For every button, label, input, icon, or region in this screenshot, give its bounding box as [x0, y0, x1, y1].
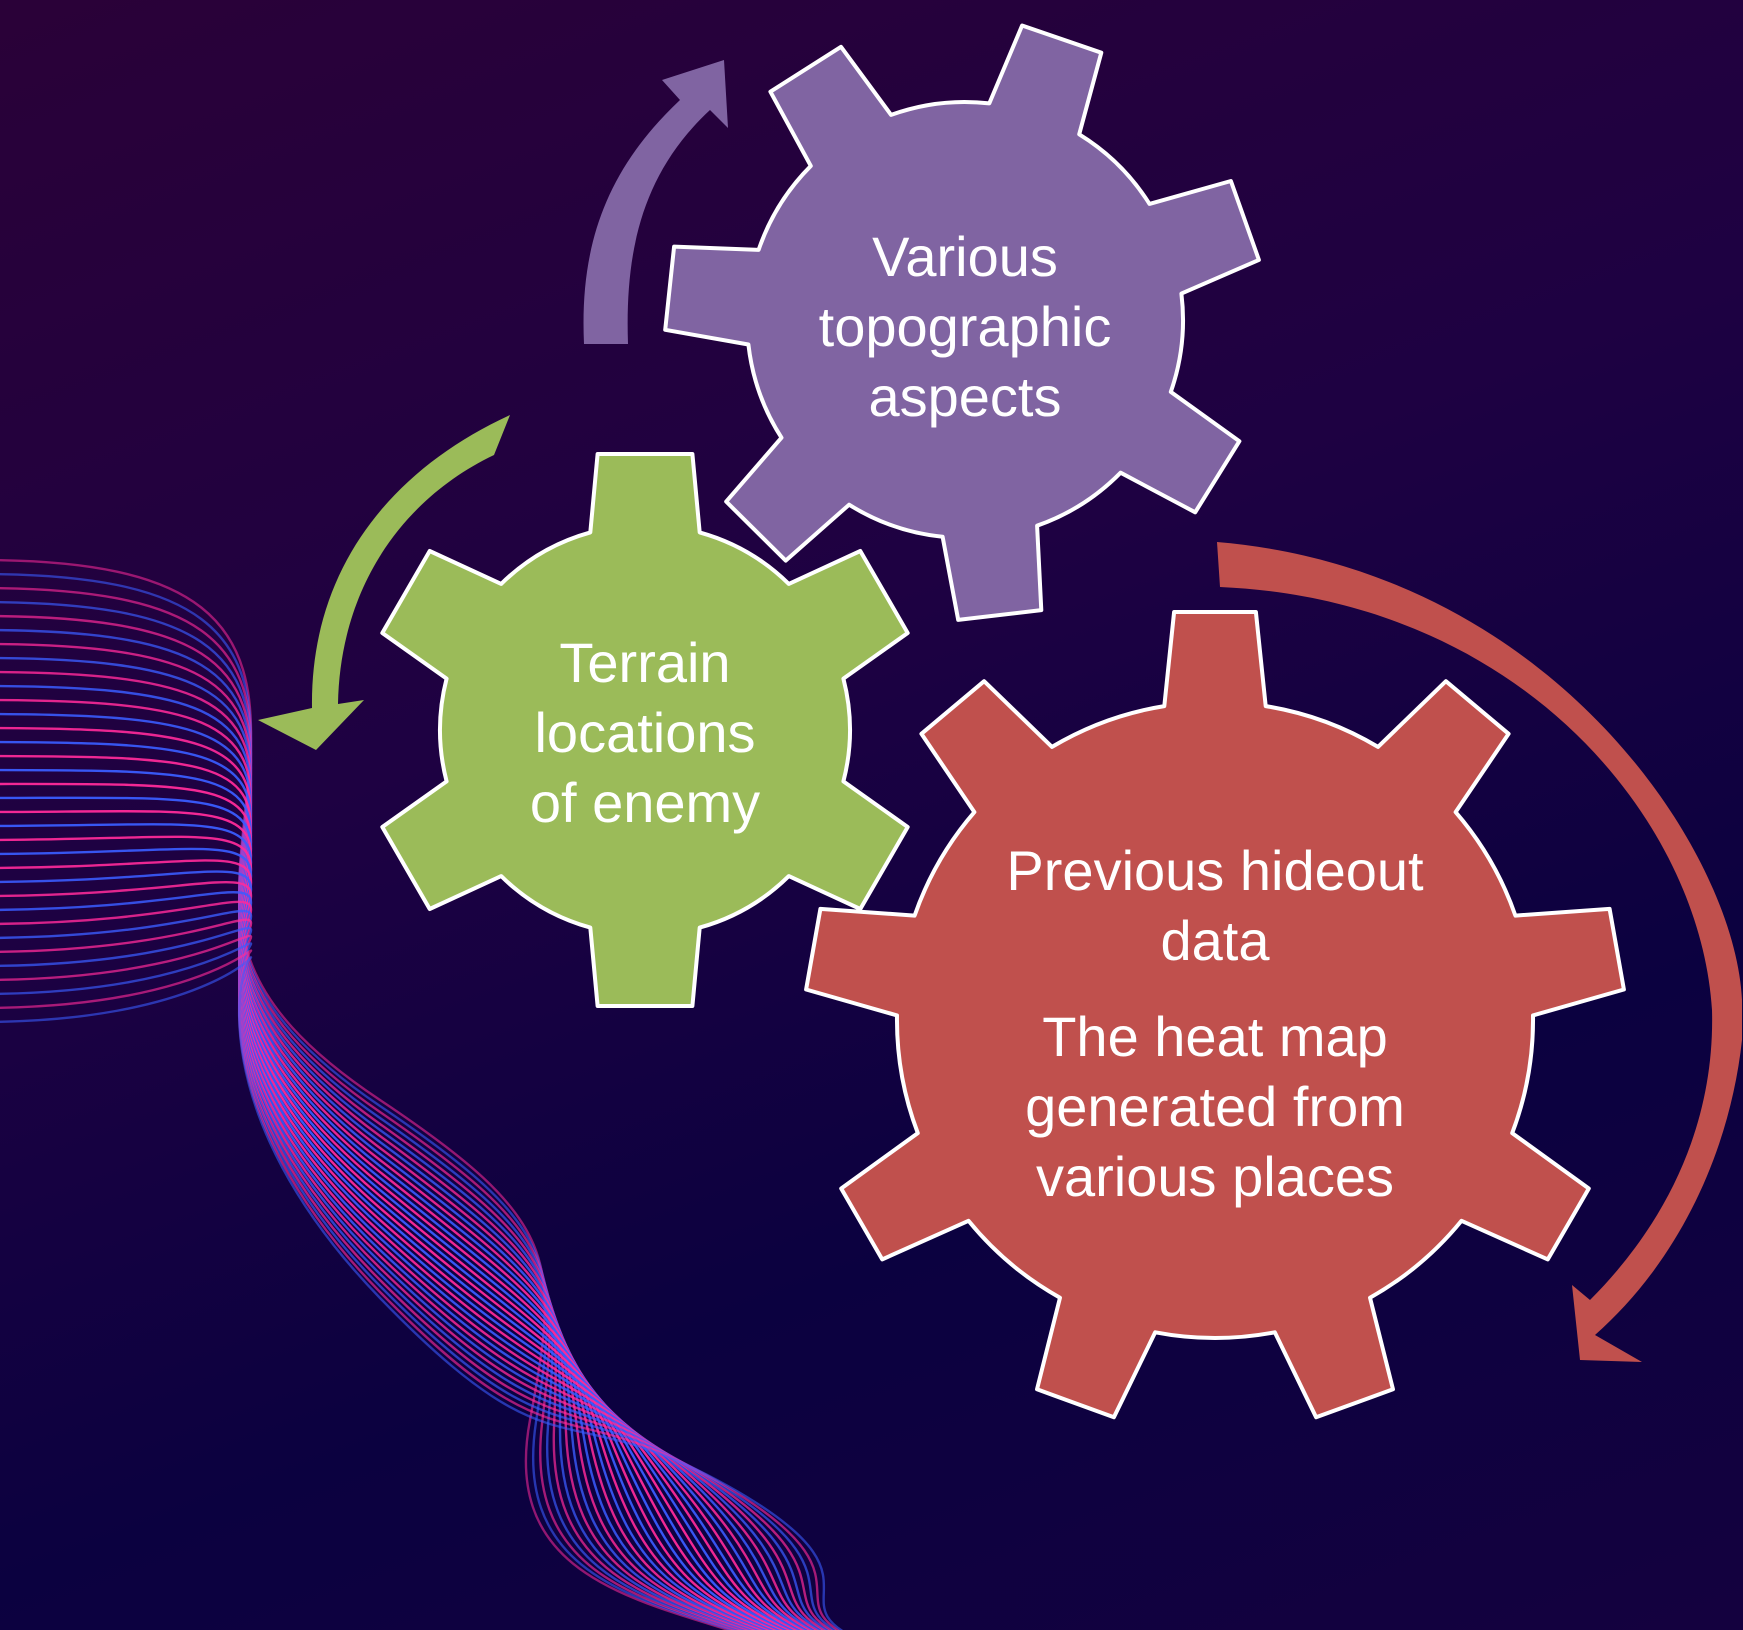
wave-line — [0, 782, 787, 1630]
wave-line — [0, 587, 740, 1630]
wave-line — [0, 823, 797, 1630]
red-curved-arrow-icon — [1217, 542, 1742, 1362]
wave-line — [0, 573, 736, 1630]
gear-text-line: Various — [872, 225, 1058, 288]
wave-line — [0, 891, 817, 1630]
wave-line — [0, 628, 750, 1630]
wave-line — [0, 712, 770, 1630]
wave-line — [0, 900, 820, 1630]
wave-line — [0, 698, 767, 1630]
terrain-gear-label: Terrain locations of enemy — [495, 628, 795, 838]
wave-line — [0, 656, 757, 1630]
wave-line — [0, 870, 810, 1630]
wave-line — [0, 942, 837, 1630]
wave-line — [0, 918, 827, 1630]
gear-text-line: The heat map — [1042, 1005, 1388, 1068]
gear-text-line: of enemy — [529, 771, 761, 834]
wave-line — [0, 926, 830, 1630]
wave-line — [0, 754, 780, 1630]
green-curved-arrow-icon — [258, 415, 510, 750]
topographic-gear-icon — [663, 23, 1261, 622]
wave-line — [0, 614, 747, 1630]
wave-line — [0, 909, 824, 1630]
wave-line — [0, 880, 814, 1630]
hideout-gear-icon — [804, 610, 1626, 1420]
wave-line — [0, 768, 783, 1630]
wave-line — [0, 726, 773, 1630]
wave-line — [0, 684, 763, 1630]
gear-text-line: various places — [1036, 1145, 1394, 1208]
wave-line — [0, 740, 777, 1630]
wave-line — [0, 859, 807, 1630]
gear-text-line: aspects — [868, 365, 1062, 428]
gear-text-line: topographic — [818, 295, 1112, 358]
gear-text-line: Terrain — [559, 631, 731, 694]
gear-text-line: locations — [534, 701, 756, 764]
topographic-gear-label: Various topographic aspects — [815, 222, 1115, 432]
wave-line — [0, 670, 760, 1630]
purple-curved-arrow-icon — [583, 60, 728, 344]
wave-line — [0, 601, 743, 1630]
wave-line — [0, 559, 733, 1630]
wave-line — [0, 956, 844, 1630]
gear-text-line: generated from — [1025, 1075, 1405, 1138]
wave-line — [0, 796, 790, 1630]
hideout-gear-label: Previous hideout data The heat map gener… — [960, 836, 1470, 1212]
wave-line — [0, 835, 800, 1630]
wave-line — [0, 934, 834, 1630]
gear-text-line: Previous hideout — [1006, 839, 1424, 902]
gear-text-line: data — [1160, 909, 1270, 972]
wave-line — [0, 642, 753, 1630]
wave-line — [0, 809, 793, 1630]
decorative-wave-lines — [0, 559, 844, 1630]
terrain-gear-icon — [380, 452, 910, 1008]
wave-line — [0, 949, 840, 1630]
wave-line — [0, 847, 804, 1630]
